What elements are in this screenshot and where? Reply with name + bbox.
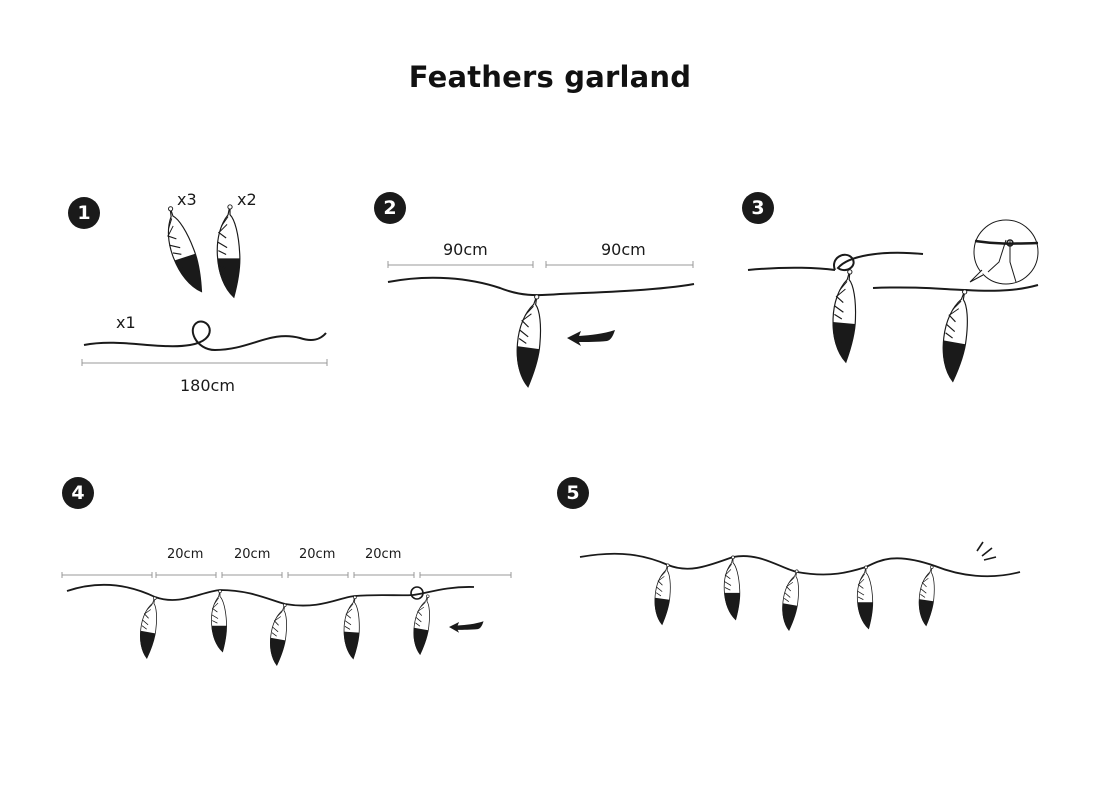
step-1-badge: 1 xyxy=(68,197,100,229)
step-2-badge: 2 xyxy=(374,192,406,224)
sparkle-icon xyxy=(976,541,997,561)
feather-icon xyxy=(510,292,548,389)
step-1-illustration xyxy=(81,203,328,366)
step-5-illustration xyxy=(579,541,1021,632)
arrow-left-icon xyxy=(567,330,615,346)
knot-icon xyxy=(410,586,424,600)
arrow-left-icon xyxy=(449,621,484,633)
feather-icon xyxy=(216,204,241,298)
right-length: 90cm xyxy=(601,240,646,259)
magnifier-callout-icon xyxy=(969,219,1039,285)
step-5-badge: 5 xyxy=(557,477,589,509)
feather-icon xyxy=(777,568,804,632)
feather-icon xyxy=(650,562,675,626)
feather-a-quantity: x3 xyxy=(177,190,197,209)
feather-icon xyxy=(341,594,363,660)
page-title: Feathers garland xyxy=(408,60,692,94)
knot-icon xyxy=(833,251,924,272)
feather-icon xyxy=(211,589,228,653)
spacing-label: 20cm xyxy=(365,547,402,562)
step-3-badge: 3 xyxy=(742,192,774,224)
feather-icon xyxy=(409,593,435,656)
feather-icon xyxy=(723,555,741,621)
feather-icon xyxy=(135,594,162,660)
feather-icon xyxy=(856,565,874,630)
feather-icon xyxy=(915,564,939,627)
feather-icon xyxy=(935,287,976,384)
spacing-label: 20cm xyxy=(234,547,271,562)
spacing-label: 20cm xyxy=(299,547,336,562)
string-quantity: x1 xyxy=(116,313,136,332)
step-4-badge: 4 xyxy=(62,477,94,509)
string-length: 180cm xyxy=(180,376,235,395)
feather-icon xyxy=(265,601,292,667)
spacing-label: 20cm xyxy=(167,547,204,562)
step-2-illustration xyxy=(387,261,695,389)
left-length: 90cm xyxy=(443,240,488,259)
feather-b-quantity: x2 xyxy=(237,190,257,209)
feather-icon xyxy=(157,203,208,298)
string-icon xyxy=(83,320,327,352)
step-4-illustration xyxy=(61,572,512,667)
step-3-illustration xyxy=(747,219,1039,384)
feather-icon xyxy=(828,268,861,364)
